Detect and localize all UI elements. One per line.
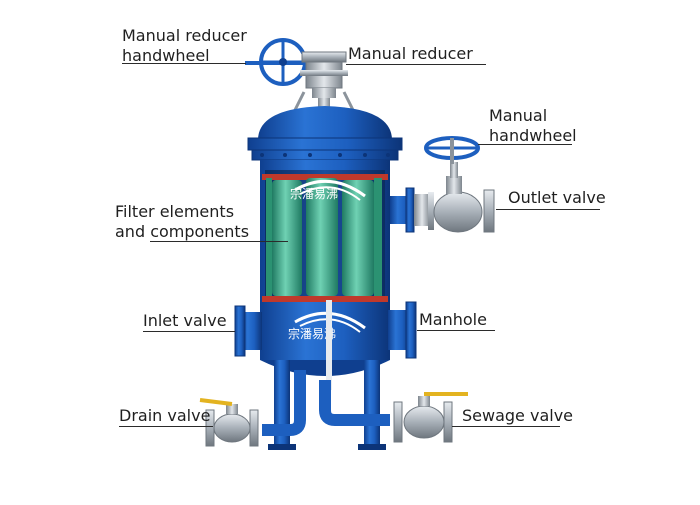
- sewage-pipe: [319, 380, 390, 426]
- manhole-icon: [388, 301, 417, 359]
- leader-inlet-valve: [143, 331, 235, 332]
- label-drain-valve: Drain valve: [119, 406, 211, 425]
- drain-pipe: [262, 300, 332, 436]
- reducer-handwheel-icon: [245, 38, 307, 86]
- leader-manhole: [417, 330, 495, 331]
- logo-text-lower: 宗潘易沸: [288, 326, 336, 341]
- sewage-valve-icon: [393, 392, 468, 443]
- vessel-top-dome: [247, 106, 403, 161]
- label-inlet-valve: Inlet valve: [143, 311, 227, 330]
- inlet-valve-icon: [234, 305, 262, 357]
- outlet-valve-icon: [390, 162, 495, 233]
- label-manhole: Manhole: [419, 310, 487, 329]
- filter-elements-icon: [266, 178, 382, 296]
- label-manual-reducer-handwheel: Manual reducer handwheel: [122, 26, 247, 65]
- brand-logo-upper: 宗潘易沸: [290, 179, 366, 201]
- label-filter-elements: Filter elements and components: [115, 202, 250, 241]
- logo-text-upper: 宗潘易沸: [290, 186, 338, 201]
- drain-valve-icon: [199, 398, 259, 447]
- leader-drain-valve: [119, 426, 213, 427]
- label-sewage-valve: Sewage valve: [462, 406, 574, 425]
- label-manual-handwheel: Manual handwheel: [489, 106, 577, 145]
- leader-outlet-valve: [496, 209, 600, 210]
- leader-sewage-valve: [452, 426, 560, 427]
- leader-manual-reducer: [346, 64, 486, 65]
- leader-manual-handwheel: [478, 144, 572, 145]
- leader-filter-elements: [150, 241, 288, 242]
- label-manual-reducer: Manual reducer: [348, 44, 473, 63]
- manual-handwheel-icon: [424, 136, 480, 164]
- label-outlet-valve: Outlet valve: [508, 188, 606, 207]
- leader-manual-reducer-handwheel: [122, 63, 246, 64]
- manual-reducer-icon: [292, 51, 356, 113]
